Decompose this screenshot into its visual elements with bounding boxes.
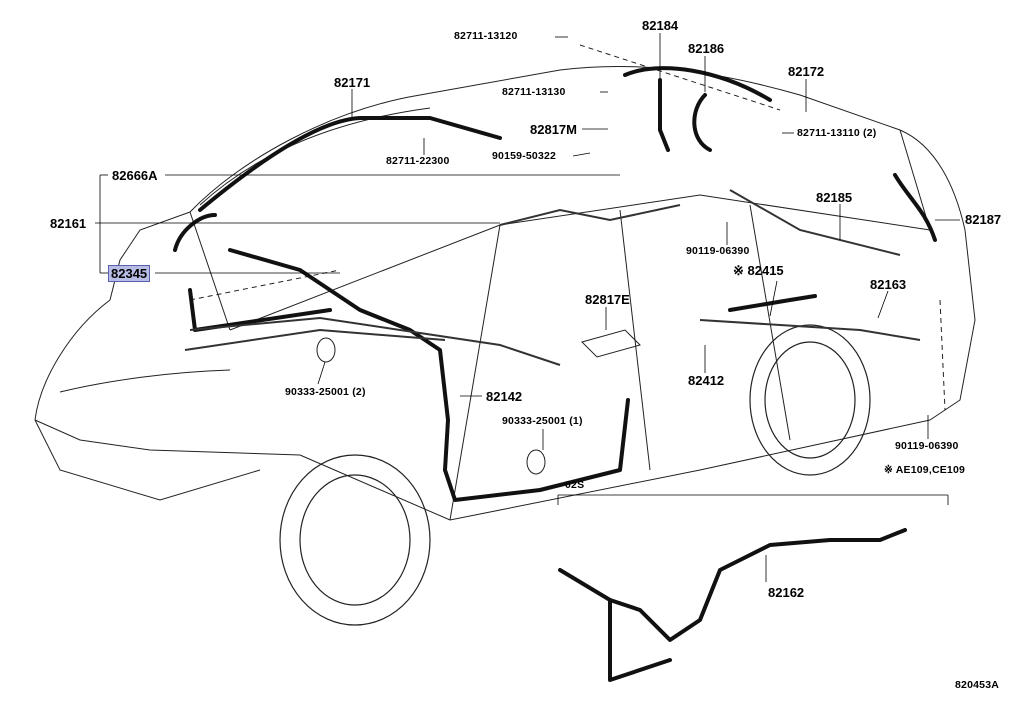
part-label-82711-13110: 82711-13110 (2) <box>797 127 877 139</box>
part-label-82817E: 82817E <box>585 292 630 307</box>
car-body-outline <box>34 44 976 521</box>
applicability-note: ※ AE109,CE109 <box>884 464 966 476</box>
part-label-82711-13120: 82711-13120 <box>454 30 518 42</box>
part-label-90159-50322: 90159-50322 <box>492 150 557 162</box>
part-label-82161: 82161 <box>50 216 87 231</box>
part-label-82171: 82171 <box>334 75 371 90</box>
part-label-90119-06390-lower: 90119-06390 <box>895 440 959 452</box>
part-label-82184: 82184 <box>642 18 679 33</box>
leader-lines <box>95 33 960 582</box>
part-label-82666A: 82666A <box>112 168 158 183</box>
part-label-82711-22300: 82711-22300 <box>386 155 450 167</box>
part-label-82345-highlighted[interactable]: 82345 <box>108 265 151 282</box>
variant-label: 02S <box>565 479 585 491</box>
part-label-90333-25001-right: 90333-25001 (1) <box>502 415 583 427</box>
part-label-82185: 82185 <box>816 190 853 205</box>
wheels <box>279 324 871 626</box>
wire-tubes <box>184 189 921 366</box>
part-label-90333-25001-left: 90333-25001 (2) <box>285 386 366 398</box>
drawing-number: 820453A <box>955 679 1000 691</box>
part-label-82817M: 82817M <box>530 122 577 137</box>
part-label-82412: 82412 <box>688 373 725 388</box>
part-label-90119-06390-upper: 90119-06390 <box>686 245 750 257</box>
part-label-82142: 82142 <box>486 389 523 404</box>
part-label-82172: 82172 <box>788 64 825 79</box>
part-label-82711-13130: 82711-13130 <box>502 86 566 98</box>
part-label-82163: 82163 <box>870 277 907 292</box>
part-label-82162: 82162 <box>768 585 805 600</box>
grommets <box>316 329 641 475</box>
part-label-82186: 82186 <box>688 41 725 56</box>
part-label-82187: 82187 <box>965 212 1002 227</box>
part-label-82415: ※ 82415 <box>733 263 784 278</box>
